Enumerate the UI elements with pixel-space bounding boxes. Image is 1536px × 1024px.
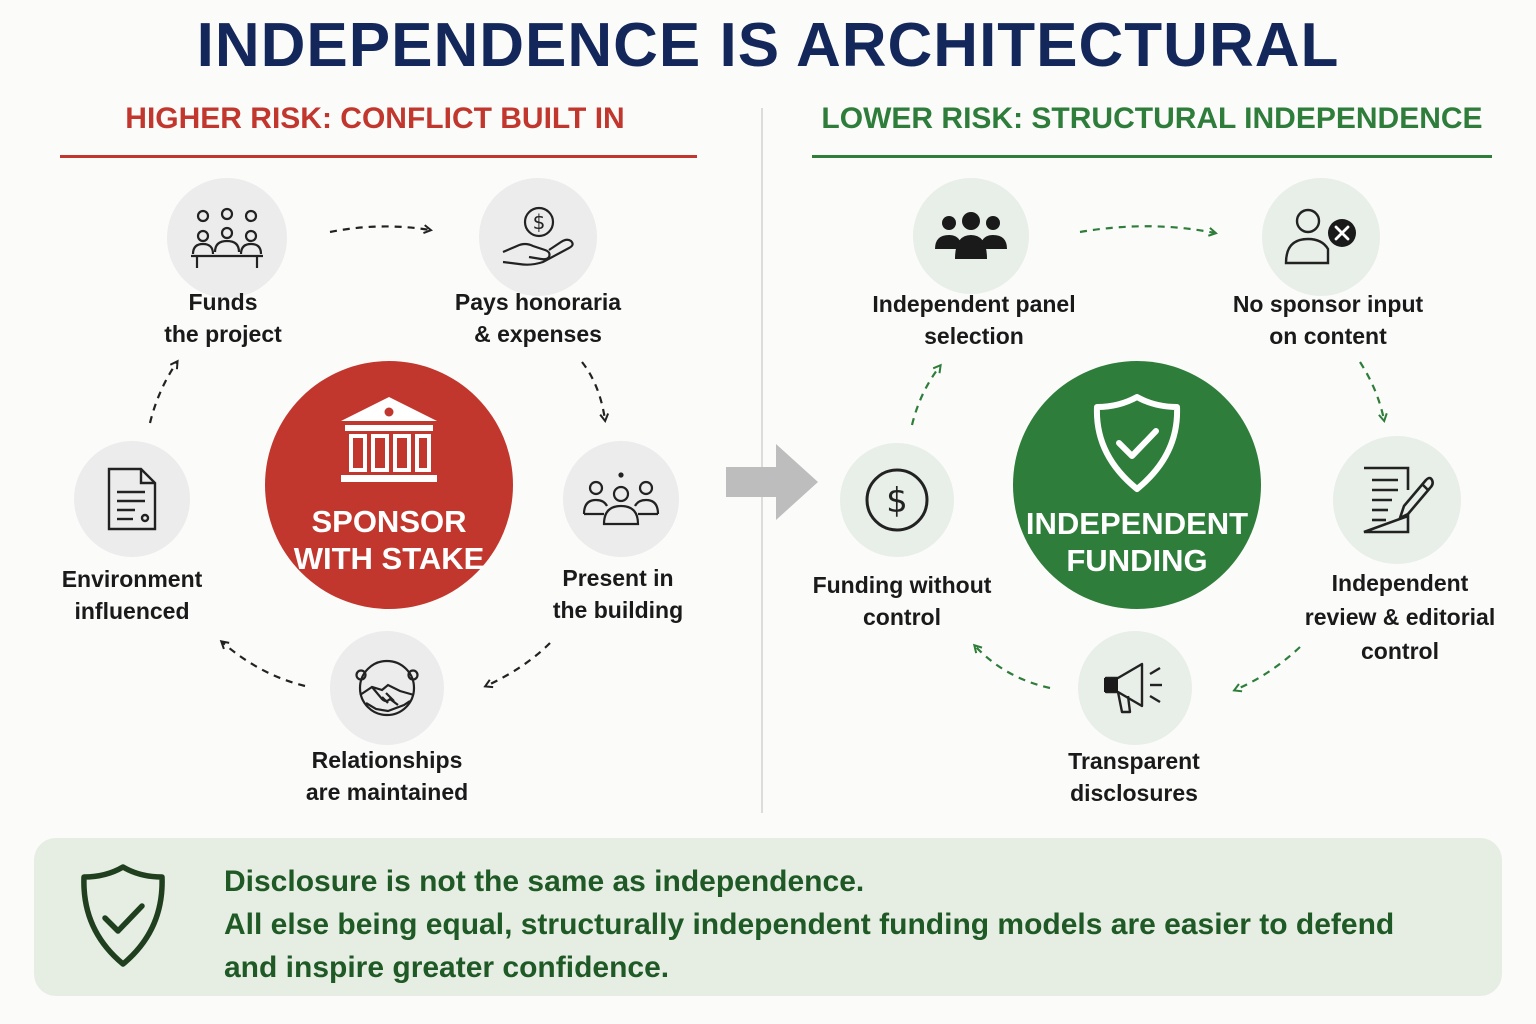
document-icon <box>107 467 157 531</box>
callout-line2: All else being equal, structurally indep… <box>224 908 1395 941</box>
people-icon <box>582 472 660 526</box>
group-of-people-icon <box>191 207 263 268</box>
bank-icon <box>341 397 437 482</box>
label-relationships-maintained: Relationships are maintained <box>305 747 469 805</box>
arrow-funds-to-pays <box>329 226 430 232</box>
callout-box <box>34 838 1502 996</box>
arrow-environment-to-funds <box>148 362 177 424</box>
node-relationships-maintained <box>330 631 444 745</box>
sponsor-hub-line2: WITH STAKE <box>293 541 485 576</box>
arrow-transparent-to-funding <box>975 646 1051 690</box>
right-heading: LOWER RISK: STRUCTURAL INDEPENDENCE <box>821 102 1483 135</box>
right-heading-rule <box>812 155 1492 158</box>
arrow-present-to-relationships <box>486 642 551 686</box>
node-environment-influenced <box>74 441 190 557</box>
section-divider <box>761 108 763 813</box>
arrow-nosponsor-to-review <box>1359 361 1384 420</box>
team-icon <box>935 212 1007 259</box>
independent-funding-hub: INDEPENDENT FUNDING <box>1013 361 1261 609</box>
document-edit-icon <box>1363 466 1434 534</box>
label-independent-panel: Independent panel selection <box>872 291 1076 349</box>
node-present-in-building <box>563 441 679 557</box>
left-heading-rule <box>60 155 697 158</box>
label-funding-without-control: Funding without control <box>812 572 992 630</box>
label-environment-influenced: Environment influenced <box>61 566 203 624</box>
callout-line1: Disclosure is not the same as independen… <box>224 865 865 898</box>
arrow-review-to-transparent <box>1235 646 1301 690</box>
node-independent-review <box>1333 436 1461 564</box>
shield-check-icon <box>1093 394 1181 492</box>
megaphone-icon <box>1104 662 1162 714</box>
independent-hub-line1: INDEPENDENT <box>1025 506 1249 541</box>
label-transparent-disclosures: Transparent disclosures <box>1068 748 1200 806</box>
label-present-in-building: Present in the building <box>552 565 684 623</box>
node-pays-honoraria: $ <box>479 178 597 296</box>
label-funds-the-project: Funds the project <box>164 289 282 347</box>
dollar-coin-icon: $ <box>865 468 929 532</box>
node-independent-panel <box>913 178 1029 294</box>
arrow-funding-to-panel <box>910 366 940 426</box>
independent-hub-line2: FUNDING <box>1066 543 1208 578</box>
node-transparent-disclosures <box>1078 631 1192 745</box>
callout-text: Disclosure is not the same as independen… <box>224 860 1484 989</box>
node-no-sponsor-input <box>1262 178 1380 296</box>
shield-check-icon <box>81 864 165 967</box>
handshake-icon <box>355 659 419 717</box>
svg-text:$: $ <box>886 481 908 521</box>
label-pays-honoraria: Pays honoraria & expenses <box>454 289 622 347</box>
transition-arrow <box>726 444 818 520</box>
arrow-pays-to-present <box>581 361 605 420</box>
sponsor-hub-line1: SPONSOR <box>311 504 467 539</box>
node-funding-without-control: $ <box>840 443 954 557</box>
arrow-relationships-to-environment <box>222 642 306 688</box>
label-independent-review: Independent review & editorial control <box>1304 570 1496 664</box>
user-blocked-icon <box>1284 208 1356 265</box>
sponsor-hub: SPONSOR WITH STAKE <box>265 361 513 609</box>
left-heading: HIGHER RISK: CONFLICT BUILT IN <box>125 102 625 135</box>
hand-with-coin-icon: $ <box>502 206 574 266</box>
svg-text:$: $ <box>533 210 546 234</box>
label-no-sponsor-input: No sponsor input on content <box>1232 291 1424 349</box>
callout-line3: and inspire greater confidence. <box>224 951 670 984</box>
page-title: INDEPENDENCE IS ARCHITECTURAL <box>196 11 1340 80</box>
node-funds-the-project <box>167 178 287 298</box>
arrow-panel-to-nosponsor <box>1079 225 1215 233</box>
